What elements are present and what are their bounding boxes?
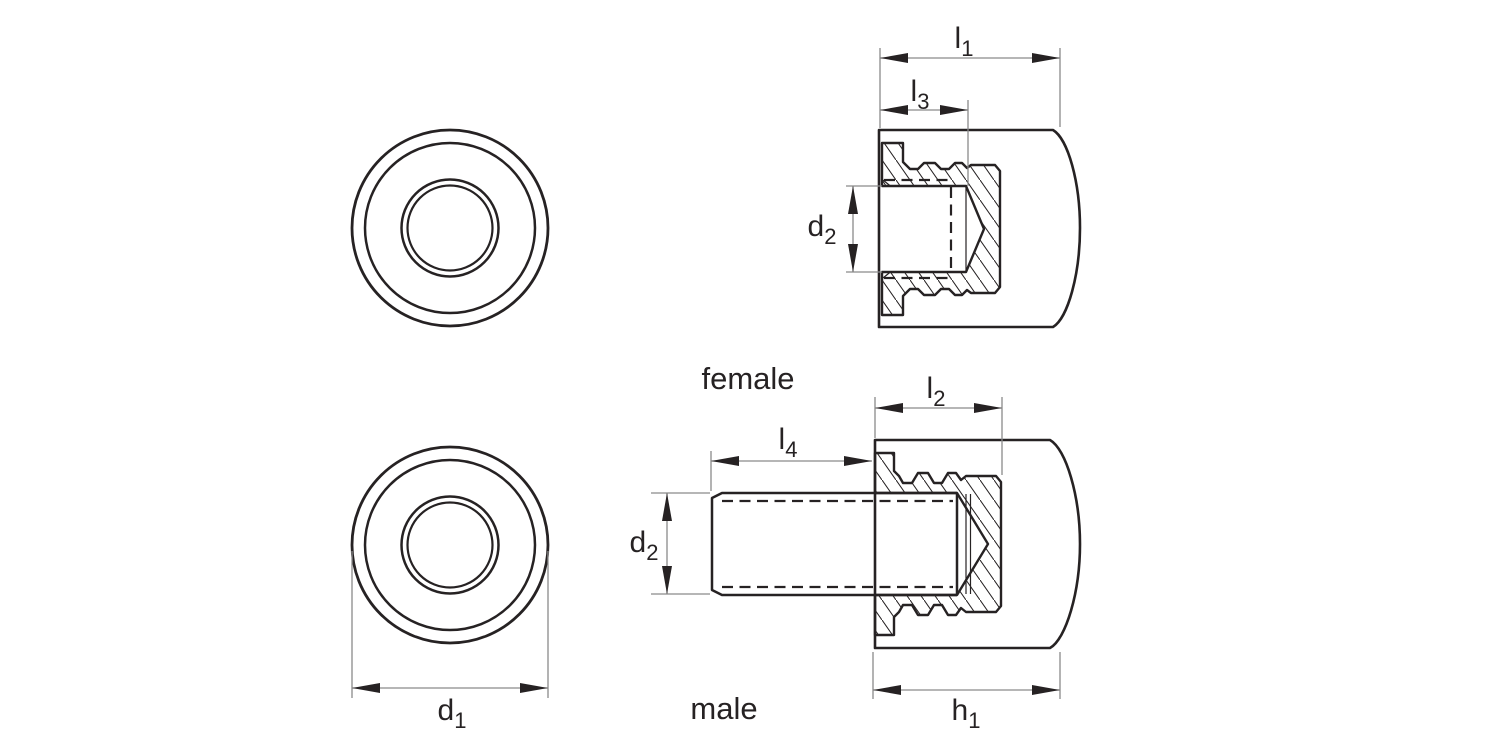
female-thread-dashed-lines bbox=[884, 178, 953, 280]
dim-d2f-arrow-up bbox=[848, 186, 858, 214]
dim-d1-arrow-left bbox=[352, 683, 380, 693]
female-insert-section bbox=[880, 141, 1002, 317]
dim-h1-arrow-right bbox=[1032, 685, 1060, 695]
dim-label-l2: l2 bbox=[927, 372, 946, 411]
dim-d2f-arrow-down bbox=[848, 244, 858, 272]
male-outer-circle bbox=[350, 445, 550, 645]
dim-l3-arrow-right bbox=[940, 105, 968, 115]
male-stud-chamfer-circle bbox=[400, 495, 500, 595]
dim-label-l1: l1 bbox=[955, 22, 974, 61]
female-outer-circle bbox=[350, 128, 550, 328]
dim-d2m-arrow-down bbox=[662, 566, 672, 594]
dim-label-l4: l4 bbox=[779, 423, 798, 462]
dim-label-d2-male: d2 bbox=[630, 526, 659, 565]
dim-h1-arrow-left bbox=[873, 685, 901, 695]
dim-label-h1: h1 bbox=[952, 694, 981, 733]
female-bore-circle bbox=[406, 184, 494, 272]
dim-l2-arrow-left bbox=[875, 403, 903, 413]
caption-male: male bbox=[690, 691, 757, 726]
dim-l1-arrow-left bbox=[880, 53, 908, 63]
male-thread-dashed-lines bbox=[722, 499, 953, 589]
caption-female: female bbox=[701, 361, 794, 396]
female-front-view bbox=[350, 128, 550, 328]
dim-l3-arrow-left bbox=[880, 105, 908, 115]
male-insert-section bbox=[873, 451, 1003, 637]
dim-l4-arrow-right bbox=[844, 456, 872, 466]
dim-l4-arrow-left bbox=[711, 456, 739, 466]
female-host-block bbox=[877, 128, 1082, 329]
male-dimensions: l2 l4 d2 h1 d1 bbox=[351, 372, 1061, 733]
male-front-view bbox=[350, 445, 550, 645]
female-flange-circle bbox=[363, 141, 537, 315]
male-section-view bbox=[710, 438, 1082, 650]
male-stud-outline bbox=[710, 491, 959, 597]
dim-label-d1: d1 bbox=[438, 694, 467, 733]
dim-label-d2-female: d2 bbox=[808, 210, 837, 249]
male-flange-circle bbox=[363, 458, 537, 632]
male-stud-circle bbox=[406, 501, 494, 589]
female-dimensions: l1 l3 d2 bbox=[808, 22, 1061, 273]
male-host-block bbox=[873, 438, 1082, 650]
dim-l2-arrow-right bbox=[974, 403, 1002, 413]
dim-d1-arrow-right bbox=[520, 683, 548, 693]
dim-label-l3: l3 bbox=[911, 75, 930, 114]
female-bore-chamfer-circle bbox=[400, 178, 500, 278]
female-section-view bbox=[877, 128, 1082, 329]
dim-d2m-arrow-up bbox=[662, 493, 672, 521]
dim-l1-arrow-right bbox=[1032, 53, 1060, 63]
